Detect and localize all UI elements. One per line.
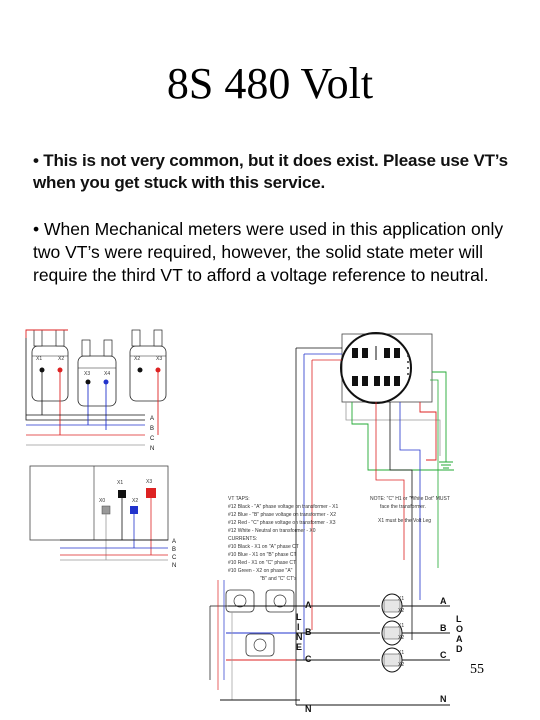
meter-socket <box>295 332 454 705</box>
vt-label-4: X4 <box>104 371 110 377</box>
vt-tap-2: #12 Blue - "B" phase voltage on transfor… <box>228 512 336 518</box>
vt-tap-1: #12 Black - "A" phase voltage on transfo… <box>228 504 338 510</box>
ct-terminal-5: X1 <box>398 650 404 656</box>
vt-label-1: X1 <box>36 356 42 362</box>
load-label-l: L <box>456 614 462 624</box>
switch-terminal-x0: X0 <box>99 498 105 504</box>
current-4: #10 Green - X2 on phase "A" <box>228 568 293 574</box>
current-1: #10 Black - X1 on "A" phase CT <box>228 544 299 550</box>
load-phase-a: A <box>440 596 447 606</box>
currents-title: CURRENTS: <box>228 536 257 542</box>
load-phase-b: B <box>440 623 447 633</box>
bullet-text-1: • This is not very common, but it does e… <box>33 151 508 192</box>
current-2: #10 Blue - X1 on "B" phase CT <box>228 552 297 558</box>
vt-tap-3: #12 Red - "C" phase voltage on transform… <box>228 520 336 526</box>
note-line-3: X1 must be the Volt Leg <box>378 518 431 524</box>
vt-label-5: X2 <box>134 356 140 362</box>
phase-label-a-top: A <box>150 416 154 422</box>
phase-label-c-mid: C <box>172 555 177 561</box>
note-line-1: NOTE: "C" H1 or "White Dot" MUST <box>370 496 450 502</box>
wire-legend: VT TAPS: #12 Black - "A" phase voltage o… <box>228 496 450 582</box>
line-label-l: L <box>296 612 302 622</box>
ct-terminal-2: X2 <box>398 608 404 614</box>
current-3: #10 Red - X1 on "C" phase CT <box>228 560 296 566</box>
line-phase-n: N <box>305 704 312 714</box>
load-phase-n: N <box>440 694 447 704</box>
ct-terminal-3: X1 <box>398 623 404 629</box>
phase-label-b-mid: B <box>172 547 176 553</box>
line-label-i: I <box>297 622 300 632</box>
slide-title: 8S 480 Volt <box>166 59 374 108</box>
switch-terminal-x3: X3 <box>146 479 152 485</box>
load-phase-c: C <box>440 650 447 660</box>
vt-transformer-2 <box>77 339 117 407</box>
vt-tap-4: #12 White - Neutral on transformer - X0 <box>228 528 316 534</box>
test-switch: X1 X3 X0 X2 A B C N <box>29 465 177 569</box>
load-label-a: A <box>456 634 463 644</box>
vt-transformer-1 <box>31 329 69 402</box>
line-label-e: E <box>296 642 302 652</box>
phase-label-n-mid: N <box>172 563 176 569</box>
current-5: "B" and "C" CT's <box>260 576 297 582</box>
line-side: A B C N L I N E <box>209 580 450 714</box>
vt-transformer-3 <box>129 329 167 402</box>
load-label-o: O <box>456 624 463 634</box>
line-phase-a: A <box>305 600 312 610</box>
line-phase-c: C <box>305 654 312 664</box>
switch-terminal-x1: X1 <box>117 480 123 486</box>
switch-terminal-x2: X2 <box>132 498 138 504</box>
vt-bank: X1 X2 X3 X4 X2 X3 A B C N <box>25 329 167 452</box>
ct-terminal-4: X2 <box>398 635 404 641</box>
bullet-text-2: • When Mechanical meters were used in th… <box>33 219 504 285</box>
vt-taps-title: VT TAPS: <box>228 496 250 502</box>
load-label-d: D <box>456 644 463 654</box>
ct-terminal-6: X2 <box>398 662 404 668</box>
line-phase-b: B <box>305 627 312 637</box>
vt-label-6: X3 <box>156 356 162 362</box>
load-side: X1 X2 X1 X2 X1 X2 A B C N L O A D <box>381 593 463 704</box>
line-label-n: N <box>296 632 303 642</box>
ct-terminal-1: X1 <box>398 596 404 602</box>
phase-label-c-top: C <box>150 436 155 442</box>
note-line-2: face the transformer. <box>380 504 426 510</box>
phase-label-b-top: B <box>150 426 154 432</box>
vt-label-2: X2 <box>58 356 64 362</box>
phase-label-n-top: N <box>150 446 154 452</box>
phase-label-a-mid: A <box>172 539 176 545</box>
vt-label-3: X3 <box>84 371 90 377</box>
page-number: 55 <box>470 662 484 677</box>
